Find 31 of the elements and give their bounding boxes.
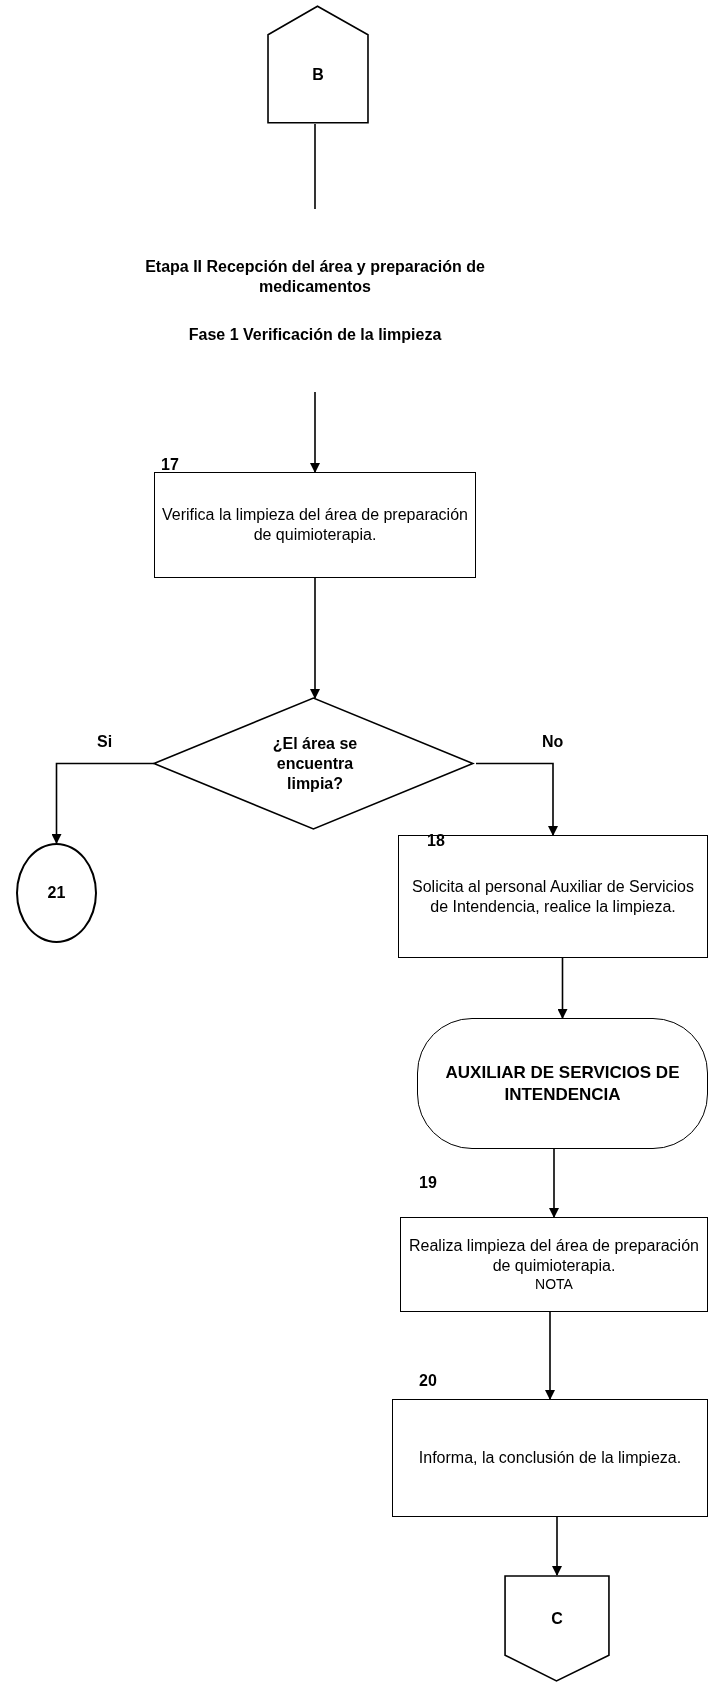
arrow [310, 577, 320, 699]
question-text: ¿El área se encuentra limpia? [271, 733, 359, 794]
off-page-connector [267, 5, 369, 124]
step-text: Verifica la limpieza del área de preparación de quimioterapia. [161, 505, 469, 545]
process-box [400, 1217, 708, 1312]
step-text: Realiza limpieza del área de preparación de quimioterapia. [408, 1235, 700, 1276]
arrow [310, 391, 320, 473]
step-text: Solicita al personal Auxiliar de Servicios de Intendencia, realice la limpieza. [411, 876, 695, 917]
node-label: 21 [46, 883, 67, 903]
node-label: B [311, 64, 325, 85]
step-number: 17 [161, 456, 179, 474]
arrow [545, 1311, 555, 1400]
step-number: 19 [419, 1174, 437, 1192]
arrow [51, 762, 155, 844]
heading-text: Fase 1 Verificación de la limpieza [187, 324, 443, 345]
process-box [392, 1399, 708, 1517]
off-page-connector [504, 1575, 610, 1682]
process-box [154, 472, 476, 578]
arrow [475, 762, 558, 836]
decision-diamond [154, 698, 476, 829]
arrow [552, 1516, 562, 1576]
step-number: 20 [419, 1372, 437, 1390]
heading-text: Etapa II Recepción del área y preparación de medicamentos [144, 256, 486, 297]
note-text: NOTA [534, 1275, 574, 1294]
arrow [557, 957, 568, 1019]
node-label: AUXILIAR DE SERVICIOS DE INTENDENCIA [444, 1062, 681, 1105]
arrow [549, 1148, 559, 1218]
node-label: C [550, 1608, 564, 1629]
connector-line [314, 123, 316, 210]
process-box [398, 835, 708, 958]
step-text: Informa, la conclusión de la limpieza. [417, 1448, 683, 1468]
